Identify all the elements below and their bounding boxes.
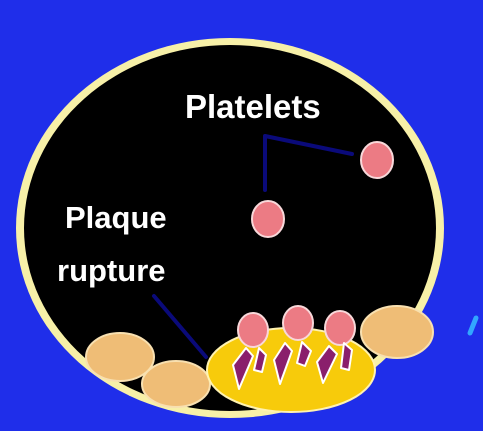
adherent-platelet-1 (238, 313, 268, 347)
free-platelet-1 (361, 142, 393, 178)
endothelial-cell-left-1 (86, 333, 154, 381)
right-accent-mark (470, 318, 476, 333)
platelets-label: Platelets (185, 88, 321, 125)
endothelial-cell-left-2 (142, 361, 210, 407)
plaque-label-line-2: rupture (57, 253, 166, 288)
free-platelet-2 (252, 201, 284, 237)
endothelial-cell-right (361, 306, 433, 358)
plaque-label-line-1: Plaque (65, 200, 167, 235)
adherent-platelet-3 (325, 311, 355, 345)
adherent-platelet-2 (283, 306, 313, 340)
